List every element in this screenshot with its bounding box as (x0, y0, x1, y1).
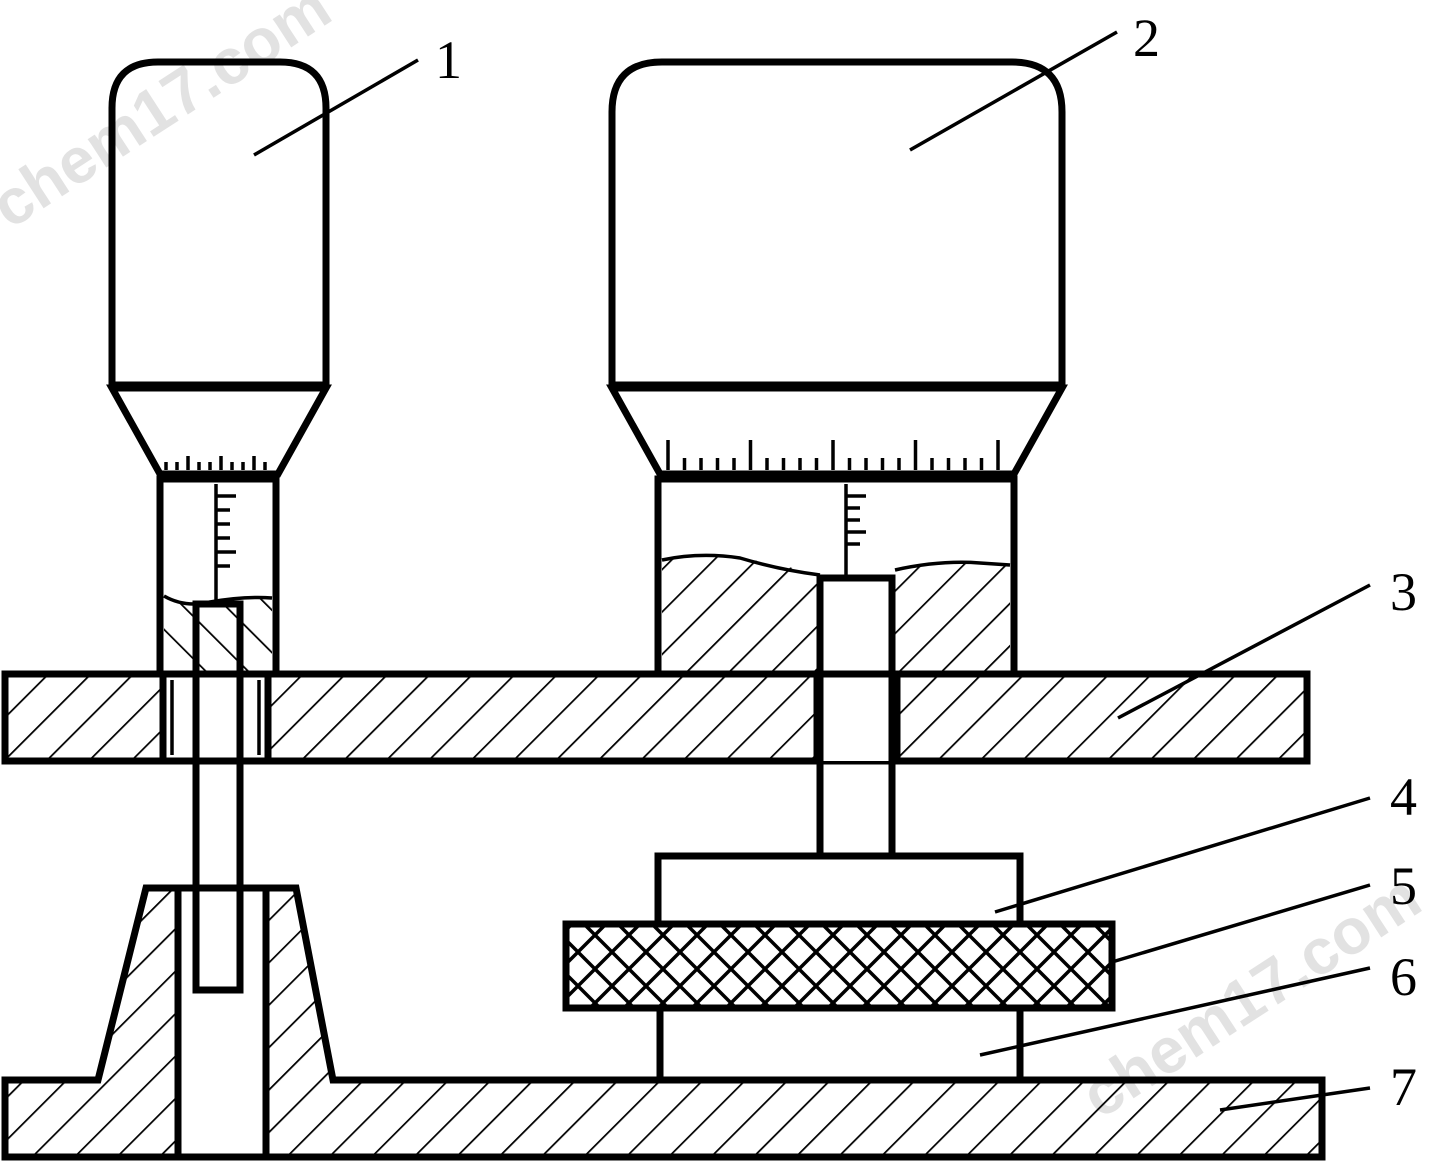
label-6: 6 (1390, 947, 1417, 1007)
label-5: 5 (1390, 856, 1417, 916)
support-plate (1, 670, 1311, 765)
label-1: 1 (435, 30, 462, 90)
label-7: 7 (1390, 1057, 1417, 1117)
small-gauge-scale (164, 456, 267, 470)
watermark-top: chem17.com (0, 0, 343, 242)
label-2: 2 (1133, 8, 1160, 68)
lower-anvil (656, 1008, 1024, 1080)
specimen (562, 920, 1116, 1012)
small-gauge (106, 58, 332, 994)
leader-lines (253, 30, 1371, 1112)
upper-anvil (654, 852, 1024, 928)
label-3: 3 (1390, 562, 1417, 622)
large-gauge (606, 58, 1068, 860)
svg-text:chem17.com: chem17.com (0, 0, 343, 242)
large-gauge-scale (666, 440, 1000, 470)
label-4: 4 (1390, 767, 1417, 827)
